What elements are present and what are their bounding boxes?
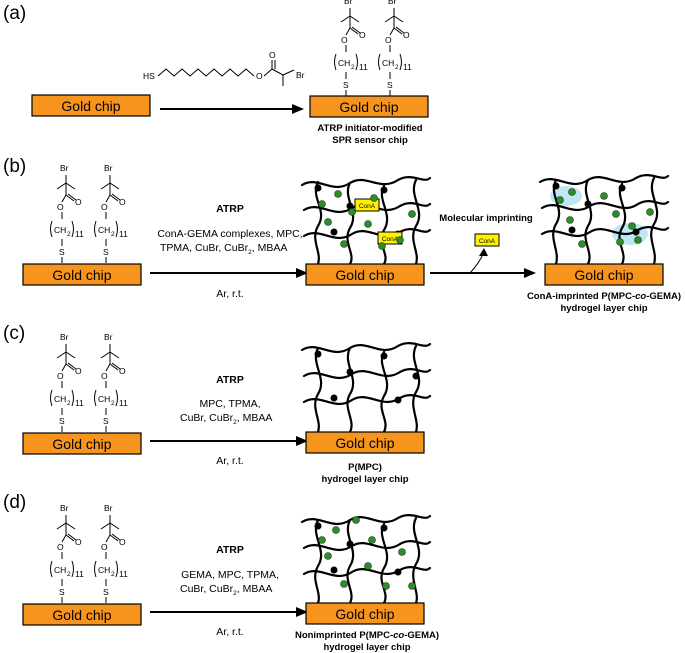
initiator-molecules-c [50,331,129,433]
caption-line-2: SPR sensor chip [332,135,408,146]
conditions-label: Ar, r.t. [216,626,243,638]
gold-chip-label: Gold chip [52,436,111,452]
gema-dots-b2 [556,188,654,248]
gold-chip-label: Gold chip [52,607,111,623]
caption-line-1: ConA-imprinted P(MPC-co-GEMA) [527,291,681,302]
gold-chip-label: Gold chip [52,267,111,283]
caption-line-1: Nonimprinted P(MPC-co-GEMA) [295,630,439,641]
gold-chip-label: Gold chip [335,267,394,283]
panel-c: (c) Gold chip ATRP MPC, TPMA, CuBr, CuBr… [3,323,432,485]
panel-d-label: (d) [3,492,26,513]
gold-chip-initiator [309,95,429,118]
svg-text:ConA: ConA [359,203,376,210]
gold-chip-label: Gold chip [339,99,398,115]
panel-a-label: (a) [3,3,26,24]
panel-a: (a) HS O O Br Gold chip Gold chip ATRP i… [3,0,429,146]
reagents-line-2: CuBr, CuBr2, MBAA [180,412,272,426]
hydrogel-network-imprinted [538,174,670,266]
gold-chip-label: Gold chip [335,606,394,622]
svg-text:ConA: ConA [382,236,399,243]
caption-line-1: P(MPC) [348,462,382,473]
conditions-label: Ar, r.t. [216,455,243,467]
hydrogel-network-gema [300,514,432,605]
hs-label: HS [143,71,155,81]
initiator-molecules-d [50,502,129,604]
caption-line-2: hydrogel layer chip [321,474,408,485]
reagents-line-2: CuBr, CuBr2, MBAA [180,583,272,597]
cona-protein-1 [354,198,380,212]
gold-chip-bare [31,94,151,117]
br-label: Br [296,70,305,80]
gold-chip-label: Gold chip [61,98,120,114]
panel-b: (b) Gold chip ATRP ConA-GEMA complexes, … [3,156,681,314]
gold-chip-hydrogel [305,602,425,625]
reagents-line-2: TPMA, CuBr, CuBr2, MBAA [160,242,287,256]
gold-chip-label: Gold chip [335,435,394,451]
gema-dots-d [318,516,416,590]
caption-line-1: ATRP initiator-modified [317,123,422,134]
carbonyl-o-label: O [269,50,276,60]
gold-chip-initiator [22,432,142,455]
panel-b-label: (b) [3,156,26,177]
thiol-initiator-molecule: HS O O Br [143,50,305,86]
reagents-line-1: ConA-GEMA complexes, MPC, [157,228,302,240]
caption-line-2: hydrogel layer chip [323,642,410,653]
gema-dots-b1 [318,190,416,250]
gold-chip-hydrogel [305,431,425,454]
atrp-label: ATRP [216,544,244,556]
gold-chip-initiator [22,263,142,286]
panel-c-label: (c) [3,323,25,344]
reagents-line-1: GEMA, MPC, TPMA, [181,569,279,581]
initiator-molecules-b [50,162,129,264]
hydrogel-network-with-cona: ConA ConA [300,176,432,266]
gold-chip-imprinted [544,263,664,286]
molecular-imprinting-label: Molecular imprinting [439,213,533,224]
hydrogel-network-mpc [300,342,432,434]
ester-o-label: O [256,71,263,81]
atrp-label: ATRP [216,203,244,215]
initiator-molecules-a [334,0,413,97]
panel-d: (d) Gold chip ATRP GEMA, MPC, TPMA, CuBr… [3,492,439,653]
conditions-label: Ar, r.t. [216,288,243,300]
released-cona-protein [474,233,500,247]
reagents-line-1: MPC, TPMA, [199,398,260,410]
gold-chip-hydrogel [305,263,425,286]
atrp-label: ATRP [216,374,244,386]
gold-chip-initiator [22,603,142,626]
caption-line-2: hydrogel layer chip [560,303,647,314]
svg-text:ConA: ConA [479,238,496,245]
gold-chip-label: Gold chip [574,267,633,283]
